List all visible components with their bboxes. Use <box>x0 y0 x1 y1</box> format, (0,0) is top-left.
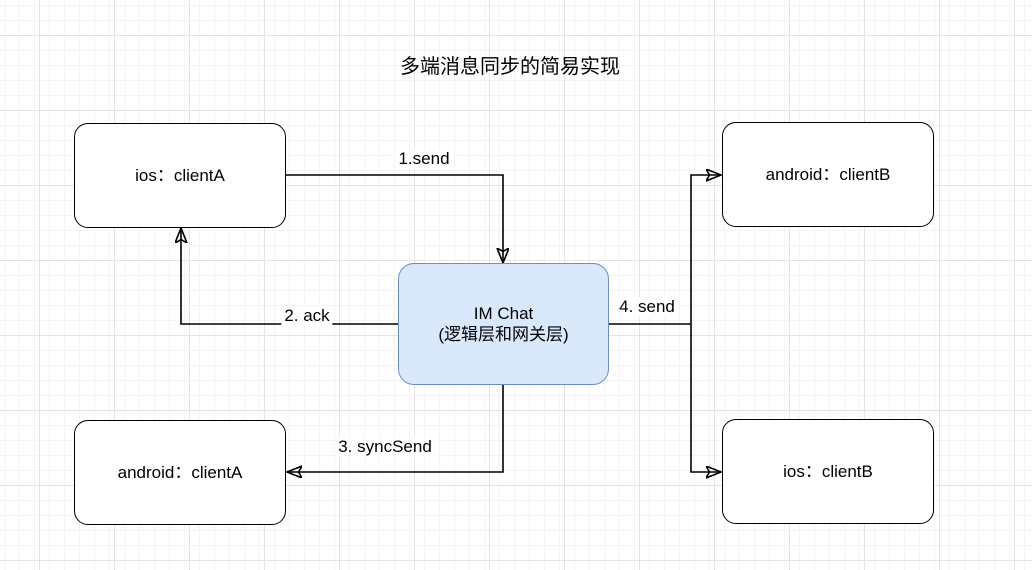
node-label: android：clientA <box>117 462 243 482</box>
node-label: ios：clientB <box>783 461 873 481</box>
node-label: ios：clientA <box>135 165 225 185</box>
node-label-line2: (逻辑层和网关层) <box>438 325 569 344</box>
edge-syncsend-arrow[interactable] <box>287 385 504 472</box>
edge-fanout-down-arrow[interactable] <box>690 324 721 472</box>
node-ios-clienta[interactable]: ios：clientA <box>74 123 286 228</box>
edge-label-syncsend[interactable]: 3. syncSend <box>335 437 435 457</box>
diagram-title[interactable]: 多端消息同步的简易实现 <box>400 56 620 78</box>
node-label: android：clientB <box>765 164 891 184</box>
node-label-line1: IM Chat <box>473 303 534 323</box>
edge-send-arrow[interactable] <box>286 174 503 263</box>
node-ios-clientb[interactable]: ios：clientB <box>722 419 934 524</box>
edge-fanout-up-arrow[interactable] <box>690 175 721 324</box>
node-im-chat[interactable]: IM Chat (逻辑层和网关层) <box>398 263 609 385</box>
node-android-clientb[interactable]: android：clientB <box>722 122 934 227</box>
edge-label-send[interactable]: 1.send <box>395 149 453 169</box>
node-android-clienta[interactable]: android：clientA <box>74 420 286 525</box>
edge-label-fanout-send[interactable]: 4. send <box>616 297 678 317</box>
edge-label-ack[interactable]: 2. ack <box>281 306 333 326</box>
